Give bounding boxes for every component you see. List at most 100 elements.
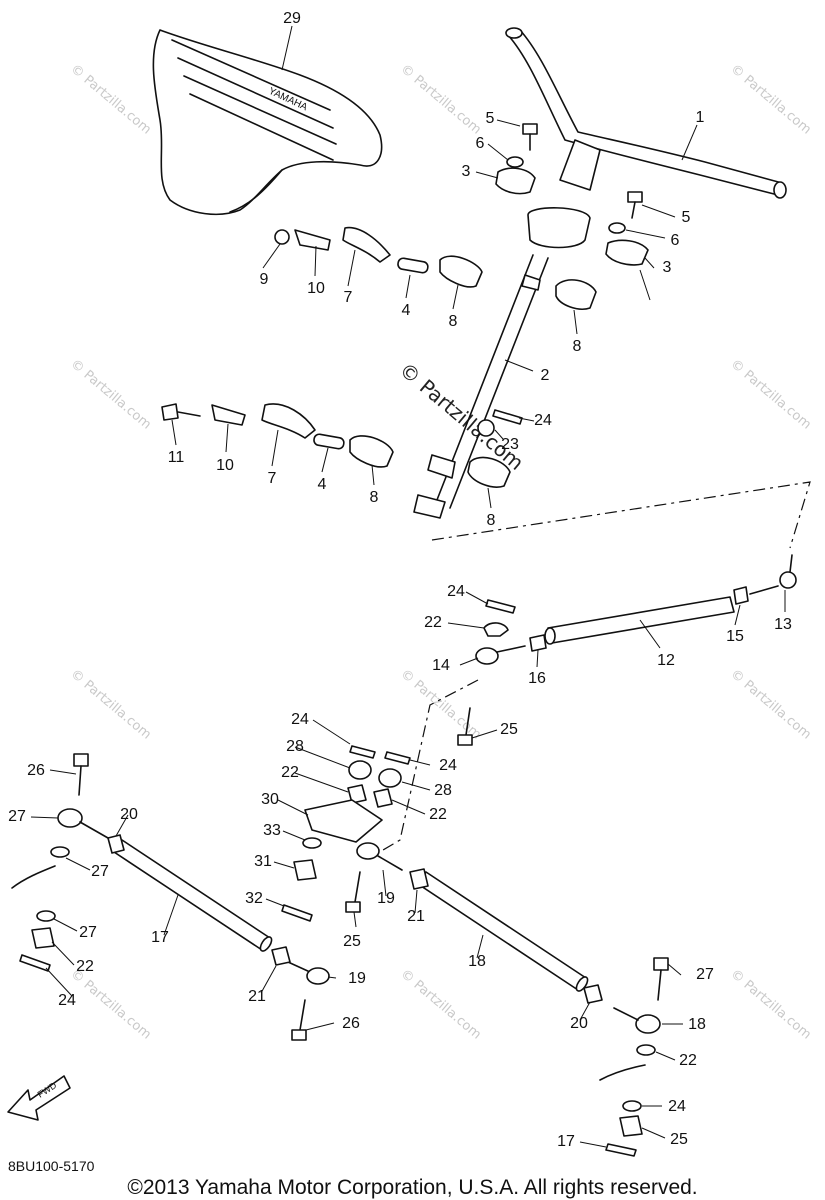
callout-10-lower: 10 bbox=[216, 457, 234, 474]
callout-8-lower: 8 bbox=[370, 489, 379, 506]
knuckle-arm-left bbox=[11, 865, 56, 889]
nut-part-20-left bbox=[107, 834, 125, 854]
callout-30: 30 bbox=[261, 791, 279, 808]
tie-rod-part-17-right bbox=[417, 871, 589, 992]
lower-bracket-group bbox=[161, 403, 523, 488]
callout-26-left: 26 bbox=[27, 762, 45, 779]
callout-18-left: 27 bbox=[8, 808, 26, 825]
callout-32: 32 bbox=[245, 890, 263, 907]
callout-18-right: 18 bbox=[688, 1016, 706, 1033]
callout-20-left: 20 bbox=[120, 806, 138, 823]
bolt-part-25-upper bbox=[457, 707, 473, 746]
nut-part-21-upper bbox=[409, 868, 429, 890]
bracket-part-10-upper bbox=[294, 229, 331, 251]
bolt-part-11 bbox=[161, 403, 179, 421]
watermark: © Partzilla.com bbox=[67, 667, 153, 743]
callout-22-left: 22 bbox=[76, 958, 94, 975]
callout-22-center-right: 22 bbox=[429, 806, 447, 823]
clamp-part-3-right bbox=[605, 239, 649, 266]
cap-part-28-left bbox=[348, 760, 372, 780]
nut-part-23 bbox=[477, 419, 495, 437]
watermark: © Partzilla.com bbox=[727, 667, 813, 743]
callout-19-lower: 19 bbox=[348, 970, 366, 987]
callout-31: 31 bbox=[254, 853, 272, 870]
callout-27-right-lower: 24 bbox=[668, 1098, 686, 1115]
callout-7-lower: 7 bbox=[268, 470, 277, 487]
washer-part-27-right-upper bbox=[636, 1044, 656, 1056]
callout-4-lower: 4 bbox=[318, 476, 327, 493]
rod-end-part-18-left bbox=[57, 808, 109, 839]
callout-24-upper: 24 bbox=[447, 583, 465, 600]
callout-12: 12 bbox=[657, 652, 675, 669]
callout-20-right: 20 bbox=[570, 1015, 588, 1032]
rod-end-part-19-upper bbox=[356, 842, 403, 871]
collar-part-4-lower bbox=[313, 433, 345, 450]
watermark: © Partzilla.com bbox=[67, 967, 153, 1043]
rod-end-part-19-lower bbox=[287, 961, 330, 985]
watermark: © Partzilla.com bbox=[727, 967, 813, 1043]
clamp-part-3-left bbox=[495, 167, 536, 195]
pin-part-24-center-right bbox=[384, 751, 411, 765]
callout-5-right: 5 bbox=[682, 209, 691, 226]
upper-bracket-group bbox=[274, 226, 597, 310]
callout-24-center-right: 24 bbox=[439, 757, 457, 774]
callout-4-upper: 4 bbox=[402, 302, 411, 319]
nut-part-31 bbox=[293, 859, 317, 881]
nut-part-21-lower bbox=[271, 946, 291, 966]
callout-23: 23 bbox=[501, 436, 519, 453]
copyright-notice: ©2013 Yamaha Motor Corporation, U.S.A. A… bbox=[127, 1176, 698, 1199]
watermark: © Partzilla.com bbox=[727, 357, 813, 433]
callout-9: 9 bbox=[260, 271, 269, 288]
washer-part-6-left bbox=[506, 156, 524, 168]
nut-part-22-center-left bbox=[347, 784, 367, 804]
callout-19-upper: 19 bbox=[377, 890, 395, 907]
callout-5-left: 5 bbox=[486, 110, 495, 127]
bolt-part-5-left bbox=[522, 123, 538, 151]
callout-33: 33 bbox=[263, 822, 281, 839]
steering-column-part-2 bbox=[413, 207, 591, 519]
callout-2: 2 bbox=[541, 367, 550, 384]
callout-21-lower: 21 bbox=[248, 988, 266, 1005]
handlebar-part-1 bbox=[505, 27, 787, 199]
nut-part-22-center-right bbox=[373, 788, 393, 808]
washer-part-27-right-lower bbox=[622, 1100, 642, 1112]
nut-part-22-right bbox=[619, 1115, 643, 1137]
callout-3-right: 3 bbox=[663, 259, 672, 276]
watermark: © Partzilla.com bbox=[67, 62, 153, 138]
callout-24-column: 24 bbox=[534, 412, 552, 429]
callout-25-middle: 25 bbox=[343, 933, 361, 950]
callout-8-right: 8 bbox=[573, 338, 582, 355]
callout-22-upper: 22 bbox=[424, 614, 442, 631]
pin-part-32 bbox=[281, 904, 313, 922]
nut-part-16 bbox=[529, 634, 547, 652]
leader-lines bbox=[30, 25, 786, 1148]
pin-part-24-column bbox=[492, 409, 523, 425]
callout-numbers: 29 1 2 3 3 5 5 6 6 9 10 7 4 8 8 11 10 7 … bbox=[8, 10, 792, 1150]
plate-part-7-upper bbox=[342, 226, 391, 263]
callout-27-right-upper: 22 bbox=[679, 1052, 697, 1069]
callout-14: 14 bbox=[432, 657, 450, 674]
nut-part-22-left bbox=[31, 927, 55, 949]
washer-part-6-right bbox=[608, 222, 626, 234]
callout-17-right: 18 bbox=[468, 953, 486, 970]
tie-rod-part-12 bbox=[544, 596, 735, 645]
center-bracket-group bbox=[281, 745, 411, 922]
bracket-part-10-lower bbox=[211, 404, 246, 426]
callout-17-left: 17 bbox=[151, 929, 169, 946]
callout-28-left: 28 bbox=[286, 738, 304, 755]
holder-part-8-upper bbox=[439, 255, 483, 288]
rod-end-part-13 bbox=[749, 554, 797, 595]
plate-part-7-lower bbox=[261, 403, 316, 439]
callout-22-center-left: 22 bbox=[281, 764, 299, 781]
callout-8-upper: 8 bbox=[449, 313, 458, 330]
pin-part-24-center-left bbox=[349, 745, 376, 759]
callout-27-left-lower: 27 bbox=[79, 924, 97, 941]
nut-part-20-right bbox=[583, 984, 603, 1004]
callout-6-right: 6 bbox=[671, 232, 680, 249]
holder-part-8-right bbox=[555, 279, 597, 310]
callout-1: 1 bbox=[696, 109, 705, 126]
callout-8-column: 8 bbox=[487, 512, 496, 529]
pin-part-24-right bbox=[605, 1143, 637, 1157]
watermark: © Partzilla.com bbox=[397, 667, 483, 743]
